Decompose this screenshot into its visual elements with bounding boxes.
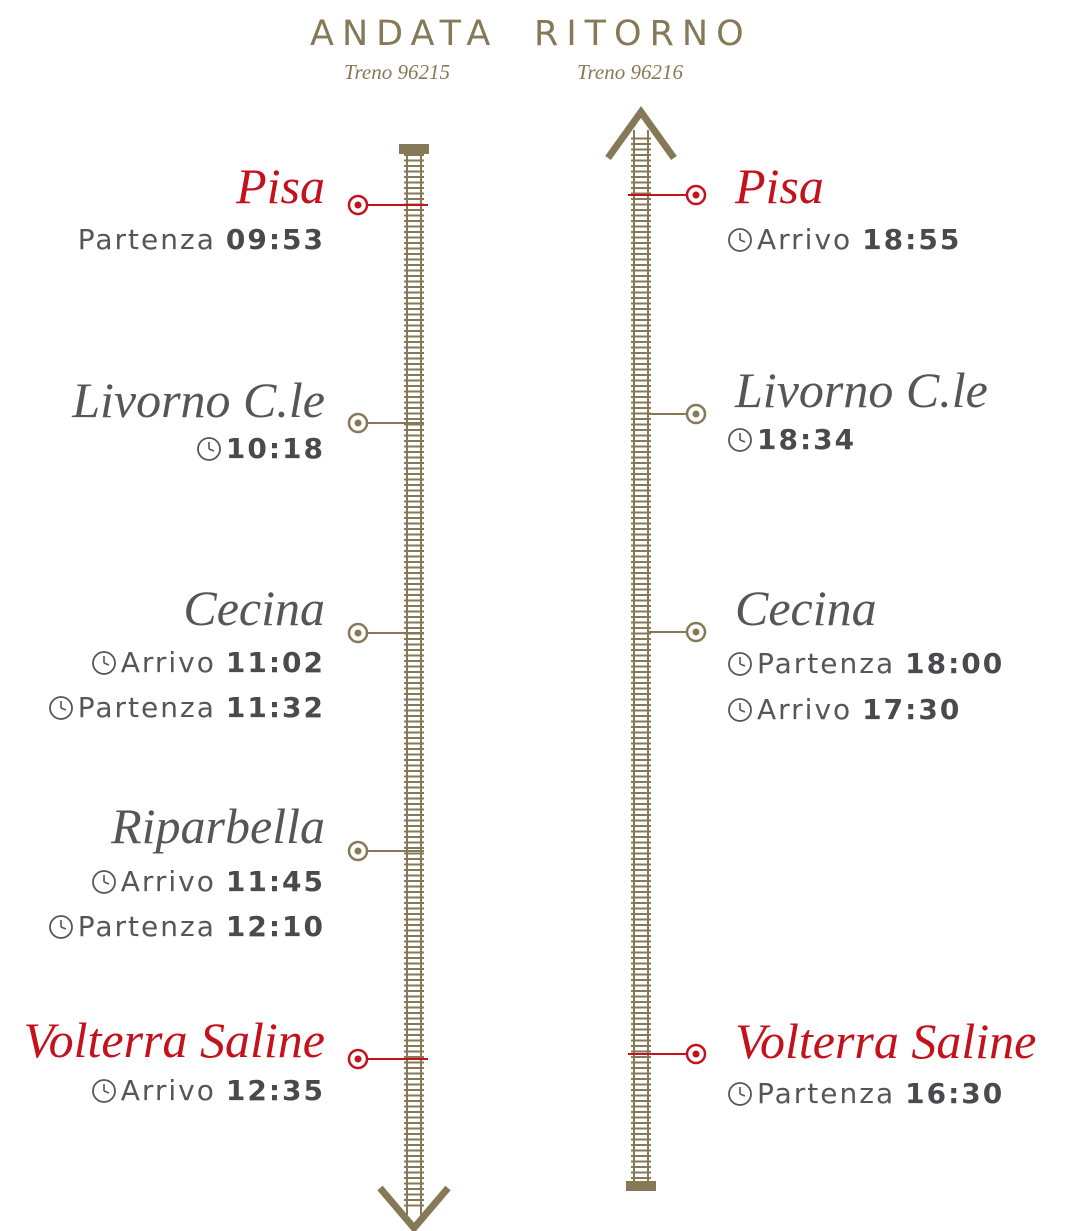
ritorno-train-number: Treno 96216 (577, 60, 683, 84)
time-value: 18:00 (905, 647, 1005, 680)
time-label: Arrivo (120, 1074, 216, 1107)
andata-volterra-arrival: Arrivo 12:35 (91, 1074, 325, 1108)
andata-pisa-departure: Partenza 09:53 (78, 223, 325, 257)
arrow-up-icon (605, 105, 677, 161)
ritorno-marker-volterra (628, 1043, 707, 1065)
andata-station-pisa: Pisa (236, 158, 325, 214)
time-value: 10:18 (225, 432, 325, 465)
ritorno-livorno-time: 18:34 (727, 423, 856, 457)
andata-cecina-departure: Partenza 11:32 (48, 691, 325, 725)
ritorno-pisa-arrival: Arrivo 18:55 (727, 223, 961, 257)
ritorno-cecina-departure: Partenza 18:00 (727, 647, 1004, 681)
ritorno-marker-livorno (648, 403, 707, 425)
ritorno-station-livorno: Livorno C.le (735, 362, 988, 418)
andata-station-volterra: Volterra Saline (23, 1012, 325, 1068)
ritorno-marker-pisa (628, 184, 707, 206)
ritorno-station-pisa: Pisa (735, 158, 824, 214)
time-value: 11:02 (225, 646, 325, 679)
andata-marker-riparbella (347, 840, 424, 862)
andata-heading: ANDATA (310, 14, 499, 54)
andata-riparbella-arrival: Arrivo 11:45 (91, 865, 325, 899)
time-label: Arrivo (120, 646, 216, 679)
ritorno-station-volterra: Volterra Saline (735, 1013, 1037, 1069)
ritorno-marker-cecina (648, 621, 707, 643)
andata-train-number: Treno 96215 (344, 60, 450, 84)
clock-icon (728, 698, 752, 722)
time-label: Arrivo (757, 223, 853, 256)
time-label: Arrivo (757, 693, 853, 726)
andata-marker-cecina (347, 622, 424, 644)
andata-track (377, 144, 451, 1231)
time-value: 18:55 (862, 223, 962, 256)
time-value: 12:35 (225, 1074, 325, 1107)
ritorno-volterra-departure: Partenza 16:30 (727, 1077, 1004, 1111)
time-label: Partenza (757, 647, 896, 680)
time-label: Arrivo (120, 865, 216, 898)
time-value: 16:30 (905, 1077, 1005, 1110)
time-label: Partenza (77, 910, 216, 943)
clock-icon (728, 652, 752, 676)
andata-station-cecina: Cecina (183, 580, 325, 636)
andata-station-livorno: Livorno C.le (72, 372, 325, 428)
ritorno-station-cecina: Cecina (735, 580, 877, 636)
andata-marker-volterra (347, 1048, 428, 1070)
clock-icon (91, 651, 116, 675)
time-value: 17:30 (862, 693, 962, 726)
clock-icon (91, 1079, 116, 1103)
andata-marker-livorno (347, 412, 424, 434)
andata-station-riparbella: Riparbella (111, 798, 325, 854)
clock-icon (728, 428, 752, 452)
time-label: Partenza (757, 1077, 896, 1110)
clock-icon (91, 870, 116, 894)
time-value: 18:34 (757, 423, 857, 456)
track-start-cap (399, 144, 429, 154)
andata-riparbella-departure: Partenza 12:10 (48, 910, 325, 944)
track-end-cap (626, 1181, 656, 1191)
time-label: Partenza (77, 223, 216, 256)
andata-marker-pisa (347, 194, 428, 216)
clock-icon (728, 228, 752, 252)
andata-cecina-arrival: Arrivo 11:02 (91, 646, 325, 680)
ritorno-cecina-arrival: Arrivo 17:30 (727, 693, 961, 727)
andata-livorno-time: 10:18 (196, 432, 325, 466)
time-label: Partenza (77, 691, 216, 724)
time-value: 09:53 (225, 223, 325, 256)
ritorno-heading: RITORNO (534, 14, 752, 54)
clock-icon (728, 1082, 752, 1106)
time-value: 11:45 (225, 865, 325, 898)
arrow-down-icon (377, 1185, 451, 1231)
time-value: 11:32 (225, 691, 325, 724)
ritorno-track (605, 105, 677, 1191)
time-value: 12:10 (225, 910, 325, 943)
clock-icon (48, 696, 73, 720)
clock-icon (48, 915, 73, 939)
clock-icon (196, 437, 221, 461)
